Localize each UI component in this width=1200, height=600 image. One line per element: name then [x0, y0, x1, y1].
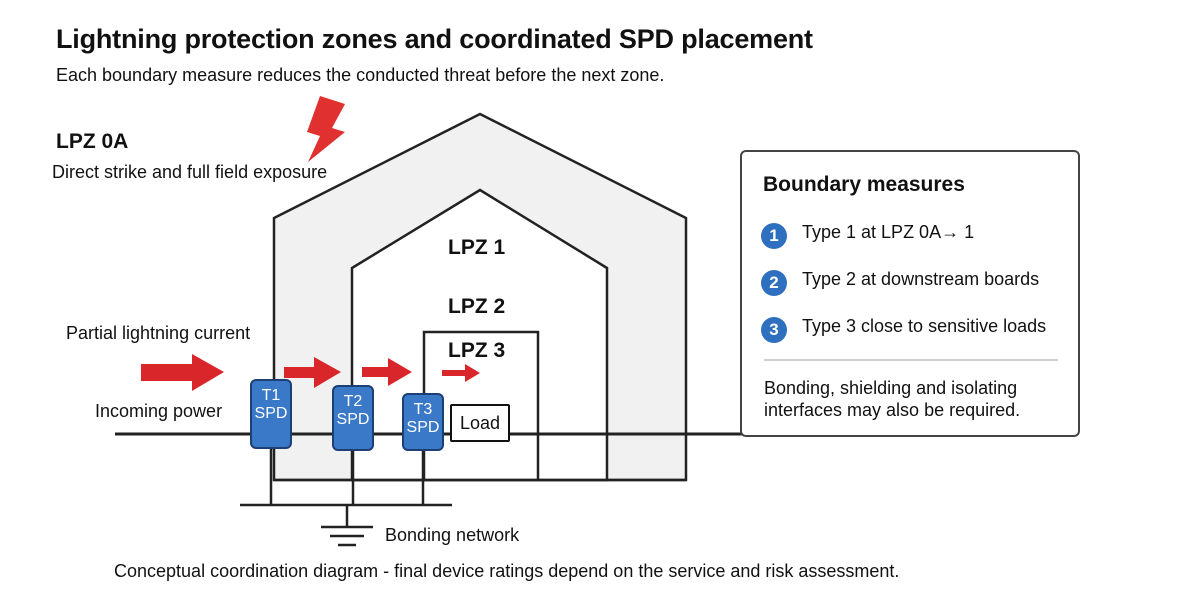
page-subtitle: Each boundary measure reduces the conduc… [56, 65, 665, 85]
lpz0a-description: Direct strike and full field exposure [52, 162, 328, 182]
lpz1-label: LPZ 1 [448, 236, 506, 259]
spd-type1: T1 SPD [250, 379, 292, 449]
panel-note: Bonding, shielding and isolating interfa… [764, 377, 1020, 421]
threat-arrow-4 [442, 364, 480, 382]
load-box: Load [450, 404, 510, 442]
spd-label: SPD [336, 411, 370, 428]
panel-note-line: interfaces may also be required. [764, 400, 1021, 420]
spd-type-label: T2 [343, 393, 363, 410]
threat-arrow-2 [284, 357, 341, 388]
spd-label: SPD [254, 405, 288, 422]
lpz3-label: LPZ 3 [448, 339, 506, 362]
footnote: Conceptual coordination diagram - final … [114, 561, 900, 581]
boundary-measures-panel: Boundary measures 1 Type 1 at LPZ 0A→ 1 … [740, 150, 1080, 437]
panel-title: Boundary measures [763, 173, 965, 196]
ground-symbol-icon [321, 505, 373, 547]
spd-type-label: T1 [261, 387, 281, 404]
measure-text: Type 1 at LPZ 0A→ 1 [802, 222, 975, 242]
threat-arrow-3 [362, 358, 412, 386]
spd-type3: T3 SPD [402, 393, 444, 451]
lpz2-label: LPZ 2 [448, 295, 506, 318]
number-badge-icon: 2 [761, 270, 787, 296]
measure-text: Type 3 close to sensitive loads [802, 316, 1047, 336]
lpz0a-label: LPZ 0A [56, 130, 129, 153]
lightning-bolt-icon [307, 96, 345, 162]
incoming-power-label: Incoming power [95, 401, 223, 421]
page-title: Lightning protection zones and coordinat… [56, 24, 813, 54]
number-badge-icon: 1 [761, 223, 787, 249]
partial-current-label: Partial lightning current [66, 323, 251, 343]
measure-text: Type 2 at downstream boards [802, 269, 1040, 289]
spd-label: SPD [406, 419, 440, 436]
number-badge-icon: 3 [761, 317, 787, 343]
threat-arrow-1 [141, 354, 224, 391]
bonding-network-label: Bonding network [385, 525, 520, 545]
panel-note-line: Bonding, shielding and isolating [764, 378, 1018, 398]
panel-divider [764, 359, 1058, 361]
spd-type-label: T3 [413, 401, 433, 418]
spd-type2: T2 SPD [332, 385, 374, 451]
